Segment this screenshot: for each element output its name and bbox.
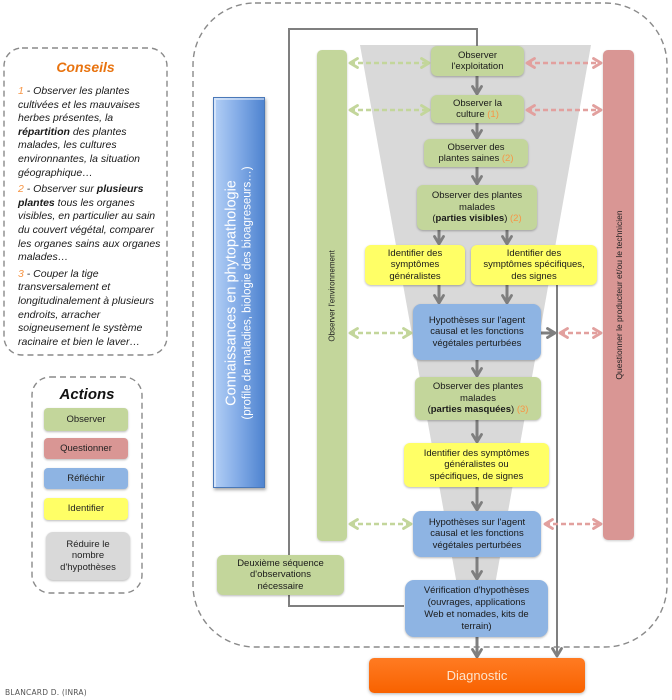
question-producer-bar: Questionner le producteur et/ou le techn… (603, 50, 634, 540)
conseils-title: Conseils (56, 59, 115, 75)
actions-panel-outline (31, 376, 143, 594)
knowledge-subtitle: (profile de maladies, biologie des bioag… (241, 165, 254, 420)
legend-label: Questionner (60, 442, 112, 454)
legend-reflechir: Réfléchir (44, 468, 128, 489)
conseil-reference: (2) (501, 153, 514, 164)
conseil-text: - Observer sur (23, 183, 97, 196)
diagnostic-box: Diagnostic (369, 658, 585, 693)
conseil-text: tous les organes visibles, en particulie… (18, 196, 161, 264)
conseil-item: 3 - Couper la tige transversalement et l… (18, 268, 166, 350)
conseils-panel-outline (3, 47, 168, 356)
legend-observer: Observer (44, 408, 128, 431)
conseil-text: des plantes malades, les cultures enviro… (18, 125, 140, 179)
legend-label: Observer (66, 413, 106, 425)
process-area-outline (192, 2, 668, 648)
conseil-emphasis: répartition (18, 125, 70, 138)
observe-environment-label: Observer l'environnement (327, 249, 337, 342)
knowledge-label: Connaissances en phytopathologie (profil… (224, 166, 255, 419)
knowledge-phytopathology-bar: Connaissances en phytopathologie (profil… (213, 97, 265, 488)
conseil-number: 2 (18, 183, 24, 196)
box-verification-hypotheses: Vérification d'hypothèses(ouvrages, appl… (405, 580, 548, 637)
question-producer-label: Questionner le producteur et/ou le techn… (613, 210, 624, 380)
conseil-number: 3 (18, 267, 24, 280)
conseil-text: - Observer les plantes cultivées et les … (18, 85, 140, 125)
conseil-item: 1 - Observer les plantes cultivées et le… (18, 85, 166, 180)
credit-text: BLANCARD D. (INRA) (5, 688, 87, 697)
conseil-reference: (3) (516, 404, 529, 416)
actions-title: Actions (59, 386, 115, 403)
legend-label: Réfléchir (67, 472, 105, 484)
loop-connector-line (288, 28, 478, 607)
conseil-reference: (1) (487, 109, 499, 120)
legend-label: Identifier (67, 503, 105, 515)
knowledge-title: Connaissances en phytopathologie (223, 179, 240, 406)
legend-identifier: Identifier (44, 498, 128, 520)
legend-questionner: Questionner (44, 438, 128, 459)
conseil-text: - Couper la tige transversalement et lon… (18, 267, 155, 348)
conseil-number: 1 (18, 85, 24, 97)
conseil-emphasis: plusieurs plantes (18, 183, 144, 209)
conseil-reference: (2) (510, 213, 522, 225)
conseil-item: 2 - Observer sur plusieurs plantes tous … (18, 183, 166, 265)
conseils-list: 1 - Observer les plantes cultivées et le… (18, 85, 166, 352)
observe-environment-bar: Observer l'environnement (317, 50, 347, 541)
